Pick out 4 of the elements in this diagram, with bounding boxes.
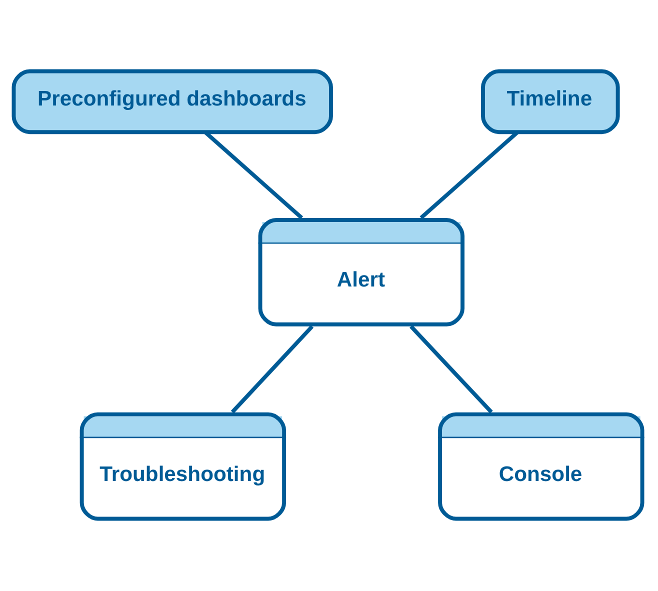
- node-box: Preconfigured dashboards: [12, 68, 333, 134]
- connector: [230, 324, 314, 413]
- connector: [410, 324, 493, 413]
- node-box: Timeline: [481, 68, 620, 134]
